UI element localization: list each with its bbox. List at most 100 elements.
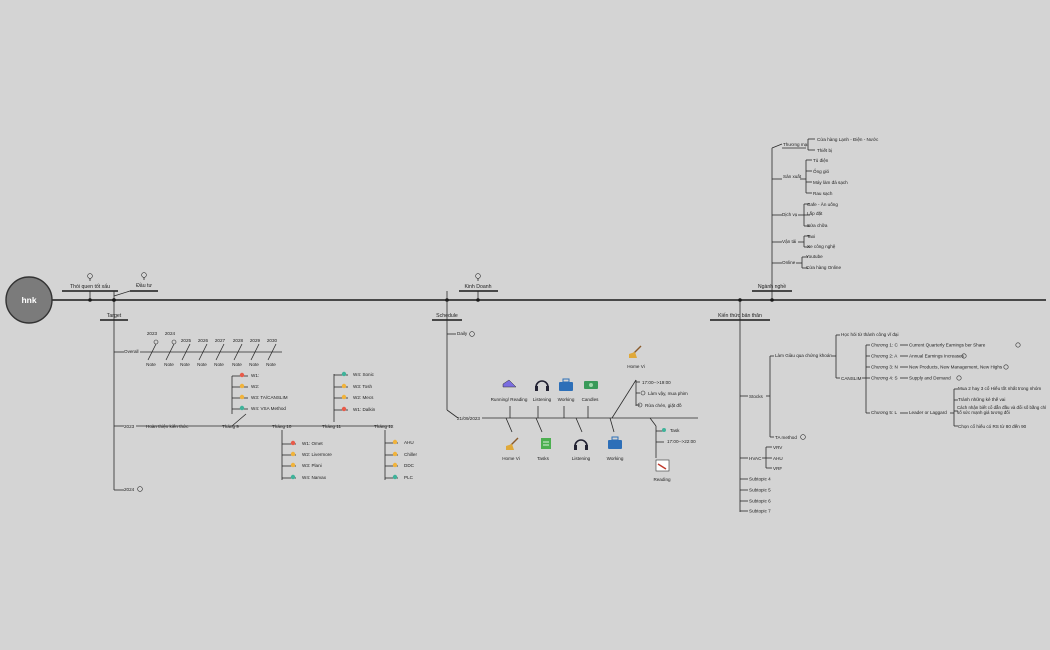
hvac-item: VRF — [773, 466, 782, 471]
canslim-label: CANSLIM — [841, 376, 862, 381]
note-tick — [215, 351, 221, 361]
industry-transport-item: Taxi — [807, 234, 815, 239]
chapter-label[interactable]: Chương 4: S — [871, 376, 898, 381]
chapter-detail[interactable]: Annual Earnings Increases — [909, 354, 965, 359]
broom-icon — [506, 437, 519, 450]
schedule-bottom-label: Home Vi — [502, 456, 520, 461]
schedule-date[interactable]: 21/09/2023 — [457, 416, 698, 421]
target-overall[interactable]: Overall — [114, 349, 282, 354]
knowledge-stocks[interactable]: Stocks Làm Giàu qua chứng khoán TA metho… — [740, 331, 898, 440]
m12-item: Chiller — [404, 452, 417, 457]
status-orange-icon — [239, 394, 245, 400]
running-shoe-icon — [502, 379, 517, 388]
note-icon — [153, 339, 159, 345]
topic-habits[interactable]: Thói quen tốt xấu — [62, 273, 118, 302]
year-tick — [202, 343, 208, 353]
year-tick — [219, 343, 225, 353]
root-topic[interactable]: hnk — [5, 276, 53, 324]
industry-service[interactable]: Dịch vụ Cafe - Ăn uống Lắp đặt Sửa chữa — [772, 201, 838, 228]
chapter-detail[interactable]: New Products, New Management, New Highs — [909, 365, 1003, 370]
subtopic-label[interactable]: Subtopic 5 — [749, 488, 771, 493]
month-10[interactable]: Tháng 10 W1: Omet W2: Livermore W3: Plan… — [272, 424, 332, 480]
subtopic-label[interactable]: Subtopic 6 — [749, 499, 771, 504]
month-11-label: Tháng 11 — [322, 424, 342, 429]
bulb-icon — [87, 273, 93, 281]
chapter-label[interactable]: Chương 2: A — [871, 354, 898, 359]
topic-schedule-label: Schedule — [436, 313, 458, 319]
month-12[interactable]: Tháng 12 AHU Chiller DDC PLC — [374, 424, 417, 480]
note-icon — [137, 486, 143, 492]
topic-knowledge[interactable]: Kiến thức bản thân — [710, 298, 770, 512]
m11-item: W1: Dalkin — [353, 407, 376, 412]
chapter-5[interactable]: Chương 5: L Leader or Laggard Mua 2 hay … — [866, 385, 1047, 429]
canslim-chapters: Chương 1: C Current Quarterly Earnings be… — [866, 342, 1021, 381]
m10-item: W1: Omet — [302, 441, 323, 446]
chapter-label[interactable]: Chương 1: C — [871, 343, 898, 348]
leader-item-wrap: Cách nhận biết cổ dẫn đầu và đổi số bằng… — [957, 405, 1047, 415]
industry-online[interactable]: Online Youtube Cửa hàng Online — [772, 254, 841, 270]
industry-service-item: Sửa chữa — [807, 222, 828, 228]
root-label: hnk — [21, 295, 36, 305]
leader-label: Leader or Laggard — [909, 410, 947, 415]
schedule-top-items: Running/ Reading Listening Working Candl… — [491, 378, 599, 418]
home-vi-item: Làm vậy, mua phim — [648, 391, 688, 396]
status-orange-icon — [392, 462, 398, 468]
topic-invest-label: Đầu tư — [136, 283, 152, 289]
industry-production[interactable]: Sản xuất Tủ điện Ống gió Máy làm đá sạch… — [772, 157, 848, 196]
topic-habits-label: Thói quen tốt xấu — [70, 284, 110, 290]
reading-label: Reading — [653, 477, 671, 482]
year-label: 2025 — [181, 338, 192, 343]
stocks-intro-label: Làm Giàu qua chứng khoán — [775, 353, 832, 358]
schedule-home-vi[interactable]: Home Vi 17:00-->19:00 Làm vậy, mua phim … — [611, 345, 688, 419]
schedule-task[interactable]: Task 17:00-->22:00 Reading — [649, 417, 696, 482]
topic-business[interactable]: Kinh Doanh — [445, 273, 498, 302]
status-green-icon — [392, 474, 398, 480]
target-2023[interactable]: 2023 Hoàn thiện kiến thức — [114, 424, 392, 429]
target-years-timeline: 2023Note2024Note2025Note2026Note2027Note… — [146, 331, 277, 367]
status-orange-icon — [392, 451, 398, 457]
schedule-daily[interactable]: Daily — [447, 331, 475, 337]
briefcase-icon — [608, 436, 622, 449]
subtopic-label[interactable]: Subtopic 7 — [749, 509, 771, 514]
m9-item: W1: — [251, 373, 259, 378]
knowledge-hvac[interactable]: HVAC VRV AHU VRF — [740, 445, 783, 471]
year-tick — [254, 343, 260, 353]
target-2024[interactable]: 2024 — [114, 486, 143, 492]
progress-icon — [637, 402, 643, 408]
home-vi-label: Home Vi — [627, 364, 645, 369]
hvac-label: HVAC — [749, 456, 762, 461]
leader-item: Cách nhận biết cổ dẫn đầu và đổi số bằng… — [957, 405, 1047, 415]
task-label: Task — [670, 428, 680, 433]
topic-target[interactable]: Target — [100, 298, 128, 490]
m10-item: W3: Plani — [302, 463, 322, 468]
headphones-icon — [574, 439, 588, 450]
year-tick — [151, 343, 157, 353]
topic-knowledge-label: Kiến thức bản thân — [718, 313, 762, 319]
m12-item: AHU — [404, 440, 414, 445]
schedule-bottom-label: Working — [607, 456, 624, 461]
topic-invest[interactable]: Đầu tư — [112, 272, 158, 302]
year-tick — [169, 343, 175, 353]
status-orange-icon — [341, 383, 347, 389]
chapter-detail[interactable]: Supply and Demand — [909, 376, 951, 381]
month-9[interactable]: Tháng 9 W1: W2: W3: TA/CANSLIM W4: VSA M… — [222, 372, 288, 429]
industry-commerce[interactable]: Thương mại Cửa hàng Lạnh - Điện - Nước T… — [771, 136, 879, 153]
headphones-icon — [535, 380, 549, 391]
status-orange-icon — [392, 439, 398, 445]
industry-service-label: Dịch vụ — [782, 212, 798, 217]
month-11[interactable]: Tháng 11 W4: Sonic W3: Tosh W2: Mecs W1:… — [322, 371, 376, 429]
subtopic-label[interactable]: Subtopic 4 — [749, 477, 771, 482]
industry-transport[interactable]: Vận tải Taxi Xe công nghệ — [772, 234, 836, 249]
note-label: Note — [164, 362, 174, 367]
schedule-top-label: Listening — [533, 397, 552, 402]
topic-schedule[interactable]: Schedule — [432, 300, 462, 419]
schedule-bottom-label: Tasks — [537, 456, 549, 461]
topic-industry[interactable]: Ngành nghề — [752, 148, 792, 302]
month-9-label: Tháng 9 — [222, 424, 239, 429]
m10-item: W2: Livermore — [302, 452, 332, 457]
chapter-detail[interactable]: Current Quarterly Earnings ber Share — [909, 343, 986, 348]
reading-book-icon — [655, 459, 670, 472]
chapter-label[interactable]: Chương 3: N — [871, 365, 898, 370]
note-label: Note — [232, 362, 242, 367]
